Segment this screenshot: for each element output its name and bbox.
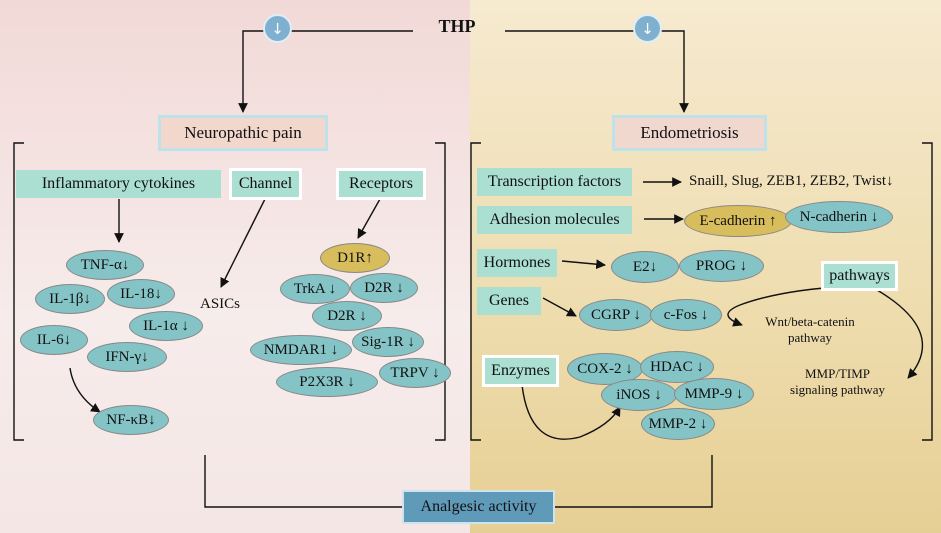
hormones-label: Hormones bbox=[477, 249, 557, 277]
cytokine-oval: TNF-α↓ bbox=[66, 250, 144, 280]
transcription-factors-label: Transcription factors bbox=[477, 168, 632, 196]
cytokine-oval: IFN-γ↓ bbox=[87, 342, 167, 372]
enzymes-arrow bbox=[521, 384, 621, 440]
analgesic-activity-label: Analgesic activity bbox=[402, 490, 555, 524]
genes-arrow bbox=[542, 297, 577, 317]
receptor-oval: D2R ↓ bbox=[350, 273, 418, 303]
enzymes-label: Enzymes bbox=[482, 355, 559, 387]
enzyme-oval: MMP-2 ↓ bbox=[641, 408, 715, 440]
pathway-arrow-1 bbox=[727, 285, 851, 327]
channel-arrow bbox=[220, 198, 266, 288]
mmp-timp-line-1: MMP/TIMP bbox=[804, 366, 871, 381]
enzyme-oval: iNOS ↓ bbox=[601, 379, 677, 411]
adhesion-oval: N-cadherin ↓ bbox=[785, 201, 893, 233]
channel-label: Channel bbox=[229, 168, 302, 200]
receptor-oval: TRPV ↓ bbox=[379, 358, 451, 388]
transcription-targets-text: Snaill, Slug, ZEB1, ZEB2, Twist↓ bbox=[689, 173, 894, 189]
asics-label: ASICs bbox=[200, 296, 241, 312]
receptor-oval: D2R ↓ bbox=[312, 301, 382, 331]
wnt-pathway-line-1: Wnt/beta-catenin bbox=[765, 314, 855, 329]
thp-right-line bbox=[505, 30, 689, 113]
cytokine-oval: IL-6↓ bbox=[20, 325, 88, 355]
receptor-oval: TrkA ↓ bbox=[280, 274, 350, 304]
adhesion-molecules-label: Adhesion molecules bbox=[477, 206, 632, 234]
receptor-oval-highlight: D1R↑ bbox=[320, 243, 390, 273]
nfkb-arrow bbox=[69, 367, 101, 413]
gene-oval: CGRP ↓ bbox=[579, 299, 653, 331]
cytokine-oval: NF-κB↓ bbox=[93, 405, 169, 435]
hormone-oval: E2↓ bbox=[611, 251, 679, 283]
genes-label: Genes bbox=[477, 287, 541, 315]
enzyme-oval: HDAC ↓ bbox=[640, 351, 714, 383]
adhesion-oval-highlight: E-cadherin ↑ bbox=[684, 205, 792, 237]
wnt-pathway-text: Wnt/beta-catenin pathway bbox=[745, 314, 875, 346]
hormone-oval: PROG ↓ bbox=[679, 250, 764, 282]
bottom-connector-right bbox=[555, 455, 713, 508]
enzyme-oval: COX-2 ↓ bbox=[567, 353, 643, 385]
receptor-oval: Sig-1R ↓ bbox=[352, 327, 424, 357]
receptor-oval: P2X3R ↓ bbox=[276, 367, 378, 397]
receptor-arrow bbox=[357, 198, 381, 239]
gene-oval: c-Fos ↓ bbox=[650, 299, 722, 331]
right-down-arrow-icon: ↓ bbox=[633, 14, 662, 43]
receptor-oval: NMDAR1 ↓ bbox=[250, 335, 352, 365]
wnt-pathway-line-2: pathway bbox=[787, 330, 833, 345]
enzyme-oval: MMP-9 ↓ bbox=[674, 378, 754, 410]
right-bracket-open bbox=[470, 142, 481, 441]
left-bracket-open bbox=[13, 142, 24, 441]
thp-label: THP bbox=[438, 16, 476, 36]
hormones-arrow bbox=[561, 259, 606, 270]
inflammatory-cytokines-label: Inflammatory cytokines bbox=[16, 170, 221, 198]
left-bracket-close bbox=[435, 142, 446, 441]
mmp-timp-pathway-text: MMP/TIMP signaling pathway bbox=[770, 366, 905, 398]
mmp-timp-line-2: signaling pathway bbox=[790, 382, 885, 397]
cytokine-oval: IL-1α ↓ bbox=[129, 311, 203, 341]
right-bracket-close bbox=[922, 142, 933, 441]
thp-left-line bbox=[238, 30, 413, 113]
pathway-arrow-2 bbox=[869, 285, 924, 379]
cytokine-oval: IL-1β↓ bbox=[35, 284, 105, 314]
receptors-label: Receptors bbox=[336, 168, 426, 200]
left-down-arrow-icon: ↓ bbox=[263, 14, 292, 43]
pathways-label: pathways bbox=[821, 261, 898, 291]
cytokine-oval: IL-18↓ bbox=[107, 279, 175, 309]
endometriosis-title: Endometriosis bbox=[612, 115, 767, 151]
neuropathic-pain-title: Neuropathic pain bbox=[158, 115, 328, 151]
bottom-connector bbox=[204, 455, 402, 508]
